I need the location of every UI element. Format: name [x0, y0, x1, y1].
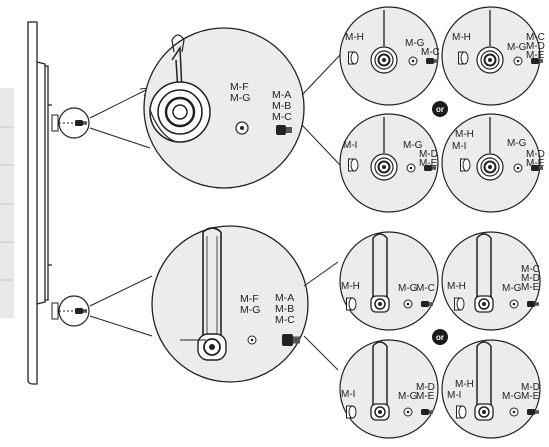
- label-me: M-E: [526, 50, 545, 61]
- zoom-arrows: [89, 87, 153, 337]
- detail-circle-bottom: M-F M-G M-A M-B M-C: [151, 225, 309, 383]
- detail-circle-top: M-F M-G M-A M-B M-C: [143, 27, 305, 189]
- tv-side-profile: [27, 21, 52, 385]
- label-md: M-D: [521, 382, 540, 393]
- option-circle-bottom-4: M-H M-I M-G M-D M-E: [441, 339, 541, 439]
- screw-location-top: [51, 107, 90, 139]
- label-mg-top: M-G: [230, 92, 250, 104]
- or-label: or: [436, 333, 444, 342]
- option-circle-bottom-3: M-I M-G M-D M-E: [339, 339, 439, 439]
- label-mi: M-I: [343, 140, 357, 151]
- label-mg-bottom: M-G: [240, 304, 260, 316]
- label-mf-top: M-F: [230, 81, 249, 93]
- connector-lines-top: [301, 54, 341, 166]
- label-mg: M-G: [398, 391, 418, 402]
- label-mg: M-G: [502, 283, 522, 294]
- label-mc-top: M-C: [272, 111, 292, 123]
- label-mg: M-G: [405, 38, 425, 49]
- label-mi: M-I: [452, 141, 466, 152]
- label-me: M-E: [419, 158, 438, 169]
- label-mg: M-G: [502, 391, 522, 402]
- label-md: M-D: [419, 149, 438, 160]
- label-me: M-E: [521, 391, 540, 402]
- label-mc: M-C: [421, 47, 440, 58]
- label-mh: M-H: [455, 379, 474, 390]
- option-circle-top-3: M-I M-G M-D M-E: [339, 113, 439, 213]
- label-mi: M-I: [447, 390, 461, 401]
- connector-lines-bottom: [303, 261, 339, 371]
- or-badge-top: or: [432, 101, 448, 117]
- label-mb-bottom: M-B: [275, 303, 294, 315]
- option-circle-top-1: M-H M-G M-C: [339, 6, 440, 106]
- label-mg: M-G: [398, 283, 418, 294]
- label-md: M-D: [526, 149, 545, 160]
- label-ma-top: M-A: [272, 89, 291, 101]
- label-mc: M-C: [526, 32, 545, 43]
- label-mh: M-H: [341, 281, 360, 292]
- label-me: M-E: [526, 158, 545, 169]
- label-mg: M-G: [403, 140, 423, 151]
- label-mf-bottom: M-F: [240, 293, 259, 305]
- screw-location-bottom: [51, 295, 90, 327]
- label-mh: M-H: [452, 32, 471, 43]
- label-mc-bottom: M-C: [275, 314, 295, 326]
- label-mh: M-H: [447, 281, 466, 292]
- label-mi: M-I: [341, 389, 355, 400]
- label-md: M-D: [526, 41, 545, 52]
- option-circle-top-4: M-H M-I M-G M-D M-E: [441, 113, 545, 213]
- option-circle-top-2: M-H M-G M-C M-D M-E: [441, 6, 545, 106]
- label-ma-bottom: M-A: [275, 292, 294, 304]
- label-mg: M-G: [507, 138, 527, 149]
- or-label: or: [436, 105, 444, 114]
- option-circle-bottom-2: M-H M-G M-C M-D M-E: [441, 231, 541, 331]
- label-mb-top: M-B: [272, 100, 291, 112]
- label-me: M-E: [416, 391, 435, 402]
- or-badge-bottom: or: [432, 329, 448, 345]
- panel-dividers: [0, 126, 14, 281]
- label-mh: M-H: [345, 32, 364, 43]
- label-md: M-D: [521, 273, 540, 284]
- label-md: M-D: [416, 382, 435, 393]
- label-mg: M-G: [507, 42, 527, 53]
- label-mc: M-C: [416, 283, 435, 294]
- background-panel: [0, 88, 14, 318]
- option-circle-bottom-1: M-H M-G M-C: [339, 231, 439, 331]
- label-mh: M-H: [455, 129, 474, 140]
- label-me: M-E: [521, 282, 540, 293]
- label-mc: M-C: [521, 264, 540, 275]
